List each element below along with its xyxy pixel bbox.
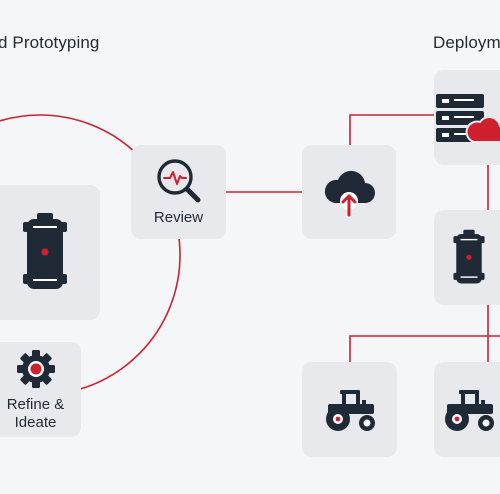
cloud-to-server-line	[349, 114, 434, 145]
refine-ideate-card: Refine & Ideate	[0, 342, 81, 437]
refine-label-line2: Ideate	[14, 413, 57, 431]
tractor-icon	[441, 388, 497, 432]
device-icon	[451, 229, 487, 287]
cloud-upload-icon	[321, 167, 377, 217]
server-cloud-card	[434, 70, 500, 165]
gear-icon	[15, 348, 57, 390]
review-card: Review	[131, 145, 226, 239]
refine-ideate-label: Refine & Ideate	[7, 396, 65, 432]
magnifier-pulse-icon	[154, 157, 204, 203]
deployment-section-title: Deploym	[433, 33, 500, 52]
review-label: Review	[153, 209, 204, 226]
prototype-device-card	[0, 185, 100, 320]
tractor-card-1	[302, 362, 397, 457]
deployed-device-card	[434, 210, 500, 305]
server-cloud-icon	[434, 92, 500, 144]
tractor-card-2	[434, 362, 500, 457]
device-icon	[20, 212, 70, 294]
tractor-icon	[322, 388, 378, 432]
refine-label-line1: Refine &	[6, 395, 65, 413]
tractor-branch-line	[349, 335, 500, 362]
prototyping-section-title: d Prototyping	[0, 33, 100, 52]
cloud-upload-card	[302, 145, 396, 239]
